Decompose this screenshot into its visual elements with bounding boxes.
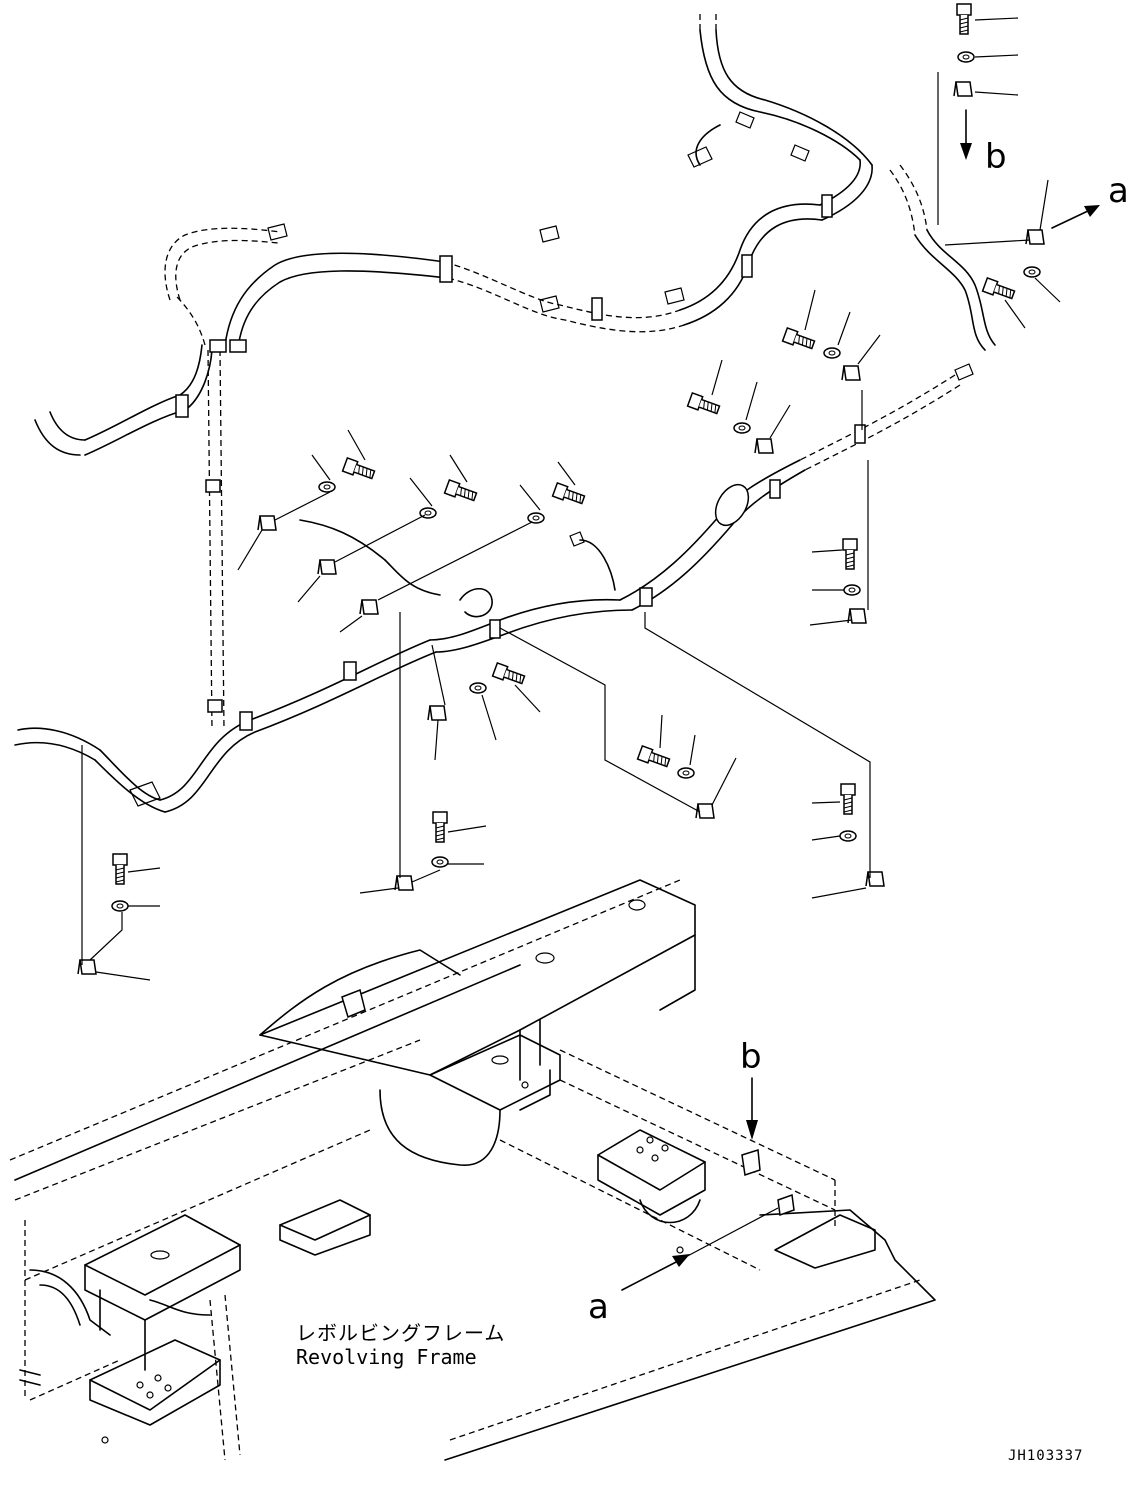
part-set-center-right — [499, 627, 737, 819]
callout-b-lower: b — [740, 1037, 762, 1077]
frame-label-english: Revolving Frame — [296, 1345, 477, 1369]
callout-a-upper: a — [1108, 171, 1129, 211]
frame-label-japanese: レボルビングフレーム — [296, 1321, 505, 1345]
callout-arrows — [621, 109, 1100, 1291]
part-set-left-middle — [237, 429, 587, 633]
revolving-frame — [9, 879, 936, 1461]
part-set-lower-left — [77, 745, 161, 981]
callout-b-upper: b — [985, 137, 1007, 177]
part-set-right-mid — [809, 460, 869, 626]
part-set-upper-middle — [686, 289, 881, 454]
part-set-lower-center — [359, 612, 487, 894]
part-set-center-lower — [427, 644, 541, 761]
wiring-harness — [14, 12, 996, 813]
part-set-top-right — [937, 3, 1019, 225]
drawing-number: JH103337 — [1008, 1448, 1083, 1464]
part-set-right-a — [944, 179, 1061, 329]
callout-a-lower: a — [588, 1287, 609, 1327]
part-set-lower-right — [644, 612, 885, 899]
